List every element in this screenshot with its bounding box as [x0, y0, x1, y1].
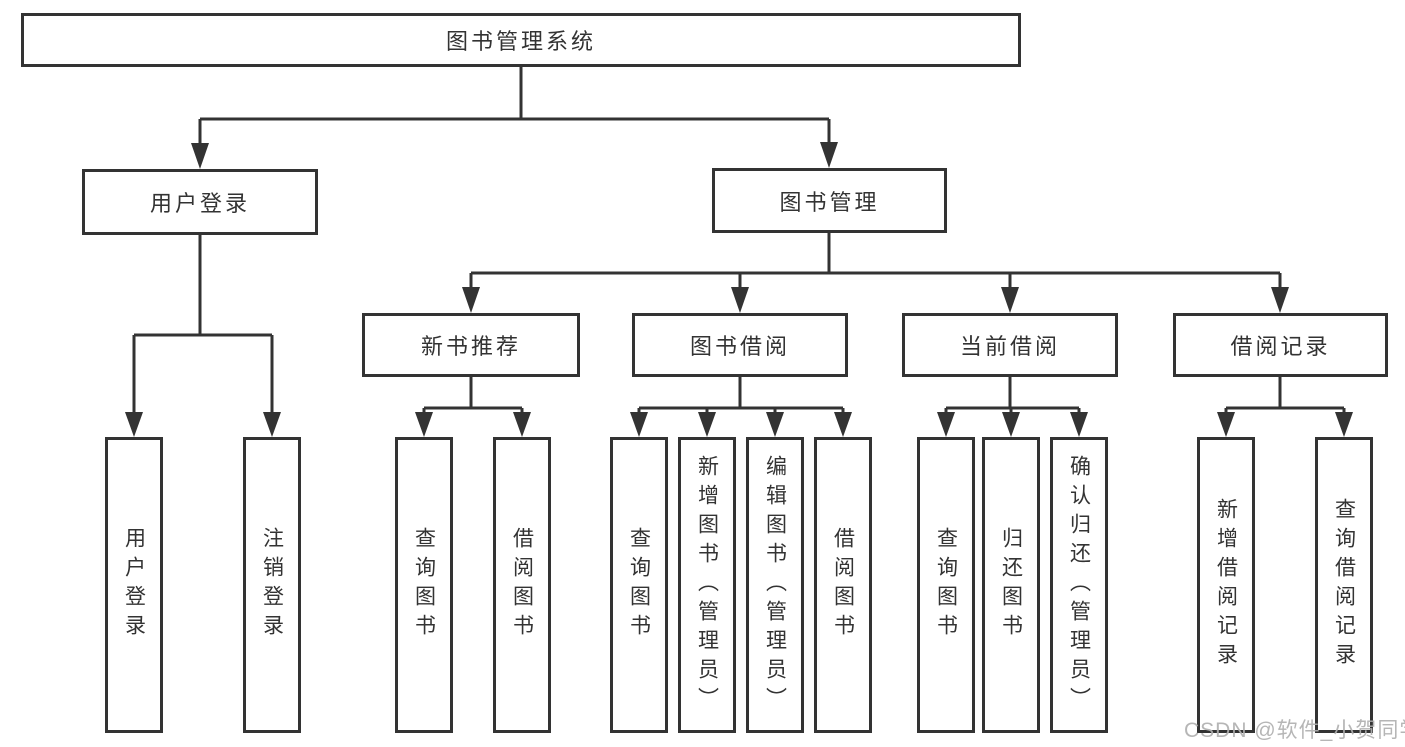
node-label: 新增借阅记录: [1214, 498, 1238, 672]
arrow-down-icon: [415, 412, 433, 437]
leaf-query-books-recommend: 查询图书: [395, 437, 453, 733]
node-label: 查询图书: [412, 527, 436, 643]
arrow-down-icon: [125, 412, 143, 437]
arrowheads: [125, 142, 1353, 437]
leaf-return-books: 归还图书: [982, 437, 1040, 733]
node-label: 图书借阅: [689, 334, 790, 359]
leaf-query-books-current: 查询图书: [917, 437, 975, 733]
arrow-down-icon: [1217, 412, 1235, 437]
node-label: 图书管理系统: [445, 29, 596, 54]
arrow-down-icon: [1070, 412, 1088, 437]
node-label: 当前借阅: [959, 334, 1060, 359]
node-label: 查询图书: [627, 527, 651, 643]
arrow-down-icon: [937, 412, 955, 437]
arrow-down-icon: [263, 412, 281, 437]
arrow-down-icon: [1271, 287, 1289, 313]
node-label: 用户登录: [149, 191, 250, 216]
node-label: 注销登录: [260, 527, 284, 643]
leaf-user-login: 用户登录: [105, 437, 163, 733]
node-library-management-system: 图书管理系统: [21, 13, 1021, 67]
arrow-down-icon: [834, 412, 852, 437]
node-label: 归还图书: [999, 527, 1023, 643]
leaf-add-borrow-record: 新增借阅记录: [1197, 437, 1255, 733]
arrow-down-icon: [191, 143, 209, 169]
node-label: 编辑图书（管理员）: [763, 454, 787, 716]
leaf-confirm-return-admin: 确认归还（管理员）: [1050, 437, 1108, 733]
node-label: 借阅图书: [510, 527, 534, 643]
node-user-login: 用户登录: [82, 169, 318, 235]
leaf-query-borrow-record: 查询借阅记录: [1315, 437, 1373, 733]
arrow-down-icon: [1002, 412, 1020, 437]
leaf-borrow-books: 借阅图书: [814, 437, 872, 733]
node-label: 新书推荐: [420, 334, 521, 359]
leaf-edit-books-admin: 编辑图书（管理员）: [746, 437, 804, 733]
connector-lines: [132, 67, 1346, 420]
leaf-logout: 注销登录: [243, 437, 301, 733]
node-book-management: 图书管理: [712, 168, 947, 233]
arrow-down-icon: [698, 412, 716, 437]
node-label: 查询借阅记录: [1332, 498, 1356, 672]
node-book-borrowing: 图书借阅: [632, 313, 848, 377]
leaf-query-books-borrowing: 查询图书: [610, 437, 668, 733]
arrow-down-icon: [731, 287, 749, 313]
arrow-down-icon: [820, 142, 838, 168]
arrow-down-icon: [766, 412, 784, 437]
arrow-down-icon: [630, 412, 648, 437]
node-label: 借阅图书: [831, 527, 855, 643]
node-label: 确认归还（管理员）: [1067, 454, 1091, 716]
node-current-borrowing: 当前借阅: [902, 313, 1118, 377]
node-label: 图书管理: [779, 189, 880, 215]
node-label: 查询图书: [934, 527, 958, 643]
csdn-watermark: CSDN @软件_小贺同学: [1184, 719, 1405, 742]
leaf-borrow-books-recommend: 借阅图书: [493, 437, 551, 733]
node-label: 新增图书（管理员）: [695, 454, 719, 716]
arrow-down-icon: [513, 412, 531, 437]
node-new-book-recommendation: 新书推荐: [362, 313, 580, 377]
arrow-down-icon: [1335, 412, 1353, 437]
arrow-down-icon: [1001, 287, 1019, 313]
leaf-add-books-admin: 新增图书（管理员）: [678, 437, 736, 733]
node-borrowing-records: 借阅记录: [1173, 313, 1388, 377]
node-label: 借阅记录: [1230, 334, 1331, 359]
node-label: 用户登录: [122, 527, 146, 643]
arrow-down-icon: [462, 287, 480, 313]
